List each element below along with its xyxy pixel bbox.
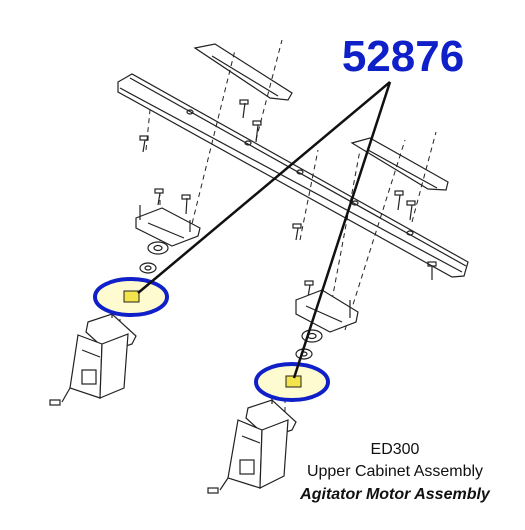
caption-model: ED300 [370, 441, 420, 458]
left-grommet [147, 241, 169, 255]
right-agitator-motor [207, 387, 297, 494]
screws [139, 99, 437, 298]
line-art [49, 39, 469, 494]
right-highlight-ring [254, 362, 330, 402]
left-highlight-ring [93, 277, 169, 317]
left-washer [139, 262, 157, 274]
caption-assembly-title: Agitator Motor Assembly [300, 486, 490, 503]
bracket-plate-right [350, 137, 449, 191]
leader-line-right [292, 81, 392, 379]
left-mount-bracket [135, 205, 201, 247]
right-mount-bracket [295, 289, 359, 333]
callout-leaders [137, 81, 392, 379]
part-number-label: 52876 [341, 32, 465, 81]
caption-subassembly: Upper Cabinet Assembly [306, 463, 484, 480]
left-agitator-coupling [123, 290, 140, 303]
leader-line-left [137, 81, 391, 294]
bracket-plate-top [193, 43, 293, 101]
left-agitator-motor [49, 300, 137, 406]
cross-beam [117, 73, 469, 278]
